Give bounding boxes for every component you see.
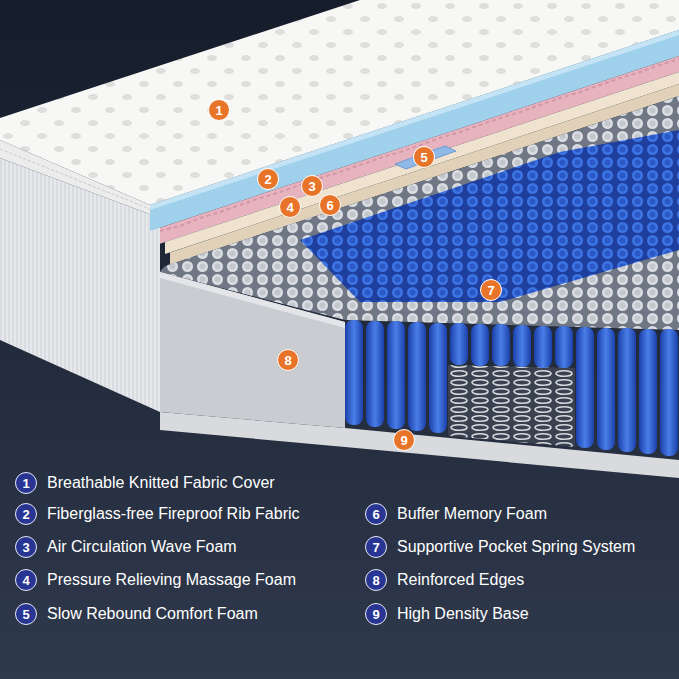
legend-label: Breathable Knitted Fabric Cover: [47, 473, 275, 492]
legend-label: Air Circulation Wave Foam: [47, 537, 237, 556]
legend-number: 2: [22, 508, 29, 521]
callout-number: 8: [284, 354, 291, 367]
legend-label: Slow Rebound Comfort Foam: [47, 604, 258, 623]
legend-number: 8: [372, 574, 379, 587]
callout-badge: 4: [279, 196, 301, 218]
legend-label: Buffer Memory Foam: [397, 504, 547, 523]
legend-label: Pressure Relieving Massage Foam: [47, 570, 296, 589]
legend-number: 4: [22, 574, 29, 587]
callout-number: 3: [308, 180, 315, 193]
callout-number: 6: [326, 199, 333, 212]
legend-number: 9: [372, 608, 379, 621]
legend-marker: 6: [365, 503, 387, 525]
callout-number: 2: [264, 173, 271, 186]
legend-marker: 4: [15, 569, 37, 591]
callout-badge: 5: [413, 146, 435, 168]
legend-marker: 5: [15, 603, 37, 625]
legend-number: 6: [372, 508, 379, 521]
callout-number: 7: [487, 284, 494, 297]
legend-number: 3: [22, 541, 29, 554]
legend-marker: 8: [365, 569, 387, 591]
callout-badge: 7: [480, 279, 502, 301]
callout-badge: 3: [301, 175, 323, 197]
legend-label: Supportive Pocket Spring System: [397, 537, 635, 556]
callout-badge: 9: [393, 429, 415, 451]
legend-marker: 9: [365, 603, 387, 625]
callout-number: 4: [286, 201, 293, 214]
legend-marker: 3: [15, 536, 37, 558]
legend-number: 7: [372, 541, 379, 554]
legend-number: 5: [22, 608, 29, 621]
callout-badge: 1: [208, 99, 230, 121]
legend-number: 1: [22, 477, 29, 490]
legend-marker: 2: [15, 503, 37, 525]
legend-label: Fiberglass-free Fireproof Rib Fabric: [47, 504, 300, 523]
legend-label: High Density Base: [397, 604, 529, 623]
legend-marker: 7: [365, 536, 387, 558]
callout-badge: 2: [257, 168, 279, 190]
callout-badge: 8: [277, 349, 299, 371]
legend-label: Reinforced Edges: [397, 570, 524, 589]
callout-number: 9: [400, 434, 407, 447]
callout-badge: 6: [319, 194, 341, 216]
legend-marker: 1: [15, 472, 37, 494]
callout-number: 5: [420, 151, 427, 164]
callout-number: 1: [215, 104, 222, 117]
